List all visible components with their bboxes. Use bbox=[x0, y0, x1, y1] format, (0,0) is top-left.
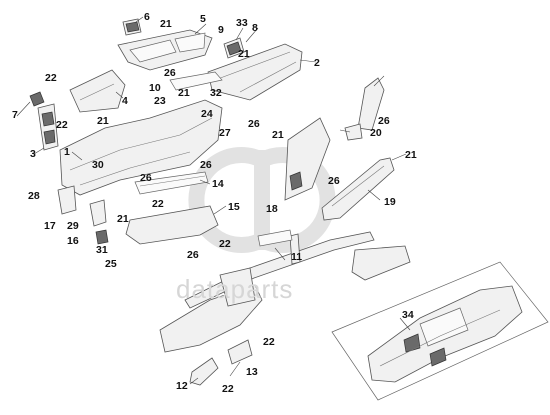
callout-26[interactable]: 26 bbox=[164, 67, 176, 79]
callout-22[interactable]: 22 bbox=[219, 238, 231, 250]
callout-22[interactable]: 22 bbox=[45, 72, 57, 84]
callout-26[interactable]: 26 bbox=[200, 159, 212, 171]
callout-21[interactable]: 21 bbox=[117, 213, 129, 225]
callout-21[interactable]: 21 bbox=[272, 129, 284, 141]
callout-26[interactable]: 26 bbox=[248, 118, 260, 130]
callout-7[interactable]: 7 bbox=[12, 109, 18, 121]
part-34-assembled-dash[interactable] bbox=[367, 285, 523, 383]
part-32-defroster[interactable] bbox=[169, 71, 223, 91]
callout-2[interactable]: 2 bbox=[314, 57, 320, 69]
part-15-knee-bolster[interactable] bbox=[125, 205, 219, 245]
callout-15[interactable]: 15 bbox=[228, 201, 240, 213]
callout-21[interactable]: 21 bbox=[405, 149, 417, 161]
inset-assembly-frame bbox=[331, 261, 549, 401]
callout-21[interactable]: 21 bbox=[97, 115, 109, 127]
callout-26[interactable]: 26 bbox=[328, 175, 340, 187]
callout-1[interactable]: 1 bbox=[64, 146, 70, 158]
part-3-end-vent[interactable] bbox=[37, 103, 59, 151]
callout-13[interactable]: 13 bbox=[246, 366, 258, 378]
part-4-cluster-hood[interactable] bbox=[69, 69, 126, 113]
callout-33[interactable]: 33 bbox=[236, 17, 248, 29]
part-14-trim-strip[interactable] bbox=[134, 171, 209, 195]
callout-34[interactable]: 34 bbox=[402, 309, 414, 321]
callout-16[interactable]: 16 bbox=[67, 235, 79, 247]
callout-4[interactable]: 4 bbox=[122, 95, 128, 107]
callout-8[interactable]: 8 bbox=[252, 22, 258, 34]
part-19-end-panel[interactable] bbox=[321, 157, 395, 221]
callout-31[interactable]: 31 bbox=[96, 244, 108, 256]
callout-labels: 6 21 5 33 8 9 21 2 26 22 10 32 21 4 23 7… bbox=[12, 11, 417, 395]
part-18-glovebox-door[interactable] bbox=[284, 117, 331, 201]
callout-22[interactable]: 22 bbox=[56, 119, 68, 131]
callout-30[interactable]: 30 bbox=[92, 159, 104, 171]
part-25-lower-support[interactable] bbox=[159, 267, 263, 353]
callout-17[interactable]: 17 bbox=[44, 220, 56, 232]
callout-29[interactable]: 29 bbox=[67, 220, 79, 232]
callout-22[interactable]: 22 bbox=[152, 198, 164, 210]
callout-14[interactable]: 14 bbox=[212, 178, 224, 190]
watermark-text: dataparts bbox=[176, 274, 293, 304]
callout-10[interactable]: 10 bbox=[149, 82, 161, 94]
callout-21[interactable]: 21 bbox=[238, 48, 250, 60]
callout-3[interactable]: 3 bbox=[30, 148, 36, 160]
callout-26[interactable]: 26 bbox=[378, 115, 390, 127]
callout-26[interactable]: 26 bbox=[140, 172, 152, 184]
callout-23[interactable]: 23 bbox=[154, 95, 166, 107]
part-8-vent[interactable] bbox=[223, 37, 245, 59]
callout-21[interactable]: 21 bbox=[178, 87, 190, 99]
callout-26[interactable]: 26 bbox=[187, 249, 199, 261]
part-11-cross-beam[interactable] bbox=[184, 229, 411, 309]
callout-25[interactable]: 25 bbox=[105, 258, 117, 270]
callout-22[interactable]: 22 bbox=[263, 336, 275, 348]
callout-24[interactable]: 24 bbox=[201, 108, 213, 120]
part-6-vent[interactable] bbox=[122, 18, 142, 36]
callout-5[interactable]: 5 bbox=[200, 13, 206, 25]
part-13-bracket[interactable] bbox=[227, 339, 253, 365]
part-7-side-vent[interactable] bbox=[29, 91, 45, 107]
part-28-bracket[interactable] bbox=[57, 185, 77, 215]
part-12-bracket[interactable] bbox=[189, 357, 219, 386]
callout-11[interactable]: 11 bbox=[291, 251, 302, 263]
callout-12[interactable]: 12 bbox=[176, 380, 188, 392]
part-5-cluster-bezel[interactable] bbox=[117, 29, 213, 71]
callout-6[interactable]: 6 bbox=[144, 11, 150, 23]
callout-18[interactable]: 18 bbox=[266, 203, 278, 215]
leader-lines bbox=[16, 16, 411, 385]
part-1-dash-frame[interactable] bbox=[59, 99, 223, 196]
callout-20[interactable]: 20 bbox=[370, 127, 382, 139]
callout-9[interactable]: 9 bbox=[218, 24, 224, 36]
part-20-pillar-trim[interactable] bbox=[344, 77, 385, 141]
callout-22[interactable]: 22 bbox=[222, 383, 234, 395]
callout-21[interactable]: 21 bbox=[160, 18, 172, 30]
callout-19[interactable]: 19 bbox=[384, 196, 396, 208]
part-16-bracket[interactable] bbox=[89, 199, 107, 227]
callout-32[interactable]: 32 bbox=[210, 87, 222, 99]
part-2-top-pad[interactable] bbox=[207, 43, 303, 101]
part-31-clip[interactable] bbox=[95, 229, 109, 245]
callout-27[interactable]: 27 bbox=[219, 127, 231, 139]
callout-28[interactable]: 28 bbox=[28, 190, 40, 202]
